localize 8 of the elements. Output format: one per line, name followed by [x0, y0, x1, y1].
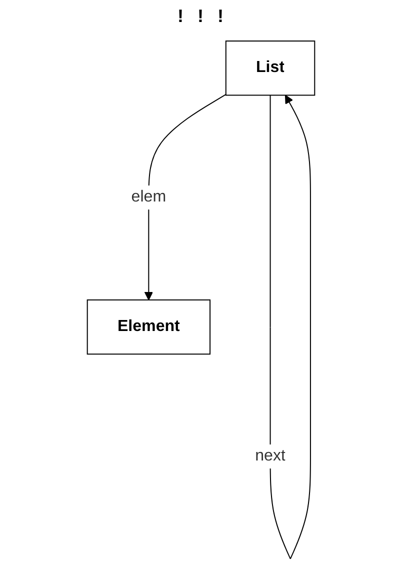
- mark-symbol: !: [218, 6, 224, 27]
- arrow: [144, 94, 226, 300]
- node-box: Element: [86, 299, 210, 355]
- mark-symbol: !: [178, 6, 184, 27]
- mark-symbol: !: [198, 6, 204, 27]
- node-box: List: [224, 40, 315, 96]
- edge-label: elem: [130, 188, 166, 206]
- edge-label: next: [254, 447, 285, 464]
